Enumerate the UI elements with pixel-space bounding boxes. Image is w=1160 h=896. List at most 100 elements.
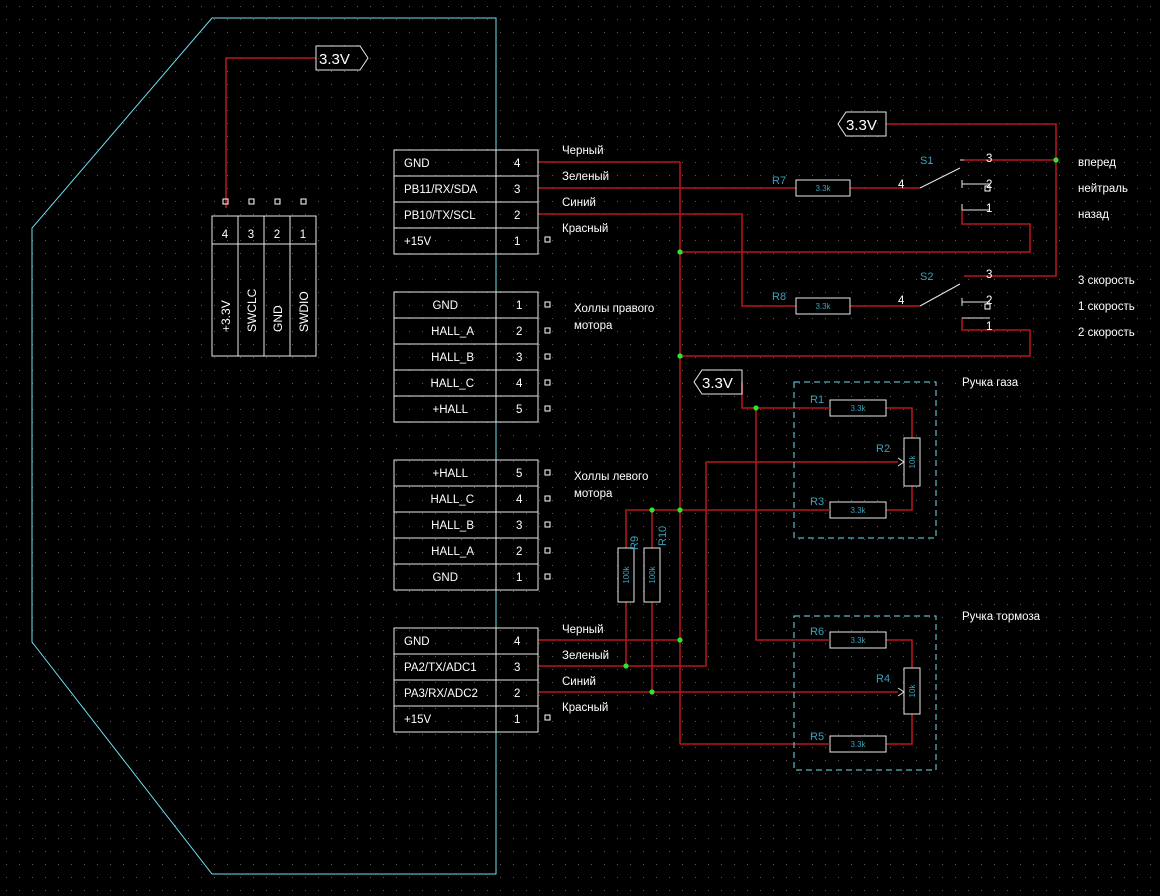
resistor-r1: R1 3.3k — [804, 394, 887, 417]
hall-right-caption: Холлы правого — [574, 303, 654, 315]
hall-left-connector: +HALL HALL_C HALL_B HALL_A GND 5 4 3 2 1… — [393, 459, 648, 591]
resistor-ref: R7 — [772, 175, 786, 187]
pin-name: +HALL — [433, 468, 469, 480]
swd-pin-number: 4 — [222, 229, 229, 241]
power-label-text: 3.3V — [846, 117, 877, 134]
pin-name: +15V — [404, 714, 432, 726]
pin-number: 4 — [514, 636, 521, 648]
resistor-r8: R8 3.3k — [772, 291, 851, 315]
pin-number: 5 — [516, 468, 522, 480]
resistor-value: 10k — [908, 684, 917, 698]
resistor-r2: R2 10k — [876, 437, 921, 487]
pin-number: 1 — [516, 572, 522, 584]
resistor-ref: R6 — [810, 626, 824, 638]
pin-name: HALL_B — [431, 352, 474, 364]
resistor-ref: R8 — [772, 291, 786, 303]
swd-pin-name: SWDIO — [297, 291, 311, 332]
switch-position: 3 скорость — [1078, 275, 1135, 287]
wire-color: Зеленый — [562, 171, 609, 183]
throttle-group: Ручка газа — [793, 377, 1019, 539]
resistor-value: 10k — [908, 455, 917, 469]
swd-pin-number: 1 — [300, 229, 306, 241]
swd-pin-number: 3 — [248, 229, 254, 241]
resistor-ref: R3 — [810, 496, 824, 508]
resistor-r6: R6 3.3k — [804, 626, 887, 649]
wire-color: Зеленый — [562, 650, 609, 662]
power-label-text: 3.3V — [702, 375, 733, 392]
hall-right-caption: мотора — [574, 320, 613, 332]
swd-pin-name: GND — [271, 305, 285, 332]
pin-name: PB11/RX/SDA — [404, 184, 478, 196]
swd-pin-number: 2 — [274, 229, 280, 241]
pin-name: PA3/RX/ADC2 — [404, 688, 478, 700]
switch-pin: 1 — [986, 321, 992, 333]
board-outline — [31, 17, 497, 875]
pin-name: PB10/TX/SCL — [404, 210, 476, 222]
brake-group: Ручка тормоза — [793, 611, 1041, 771]
pin-name: HALL_B — [431, 520, 474, 532]
switch-pin: 2 — [986, 179, 992, 191]
swd-pin-name: +3.3V — [219, 300, 233, 332]
switch-pin: 1 — [986, 203, 992, 215]
pin-number: 3 — [516, 520, 522, 532]
resistor-ref: R1 — [810, 394, 824, 406]
switch-pin: 3 — [986, 153, 992, 165]
pin-number: 2 — [516, 326, 522, 338]
wire-color: Синий — [562, 197, 596, 209]
resistor-value: 3.3k — [815, 184, 831, 193]
pin-number: 3 — [514, 662, 520, 674]
wire-color: Красный — [562, 702, 608, 714]
resistor-value: 3.3k — [850, 506, 866, 515]
power-label-text: 3.3V — [319, 51, 350, 68]
pin-number: 2 — [516, 546, 522, 558]
switch-pin: 4 — [898, 295, 905, 307]
resistor-r10: R10 100k — [643, 526, 669, 603]
switch-s1: S1 3 2 1 4 вперед нейтраль назад — [898, 153, 1128, 221]
hall-left-caption: Холлы левого — [574, 471, 648, 483]
pin-number: 1 — [514, 236, 520, 248]
resistor-ref: R4 — [876, 673, 890, 685]
switch-ref: S2 — [920, 271, 933, 283]
resistor-r7: R7 3.3k — [772, 175, 851, 197]
switch-position: нейтраль — [1078, 183, 1128, 195]
pin-name: GND — [404, 636, 430, 648]
resistor-ref: R2 — [876, 443, 890, 455]
resistor-value: 3.3k — [850, 636, 866, 645]
switch-position: назад — [1078, 209, 1109, 221]
pin-number: 4 — [516, 378, 523, 390]
resistor-value: 3.3k — [815, 302, 831, 311]
pin-name: HALL_C — [431, 494, 474, 506]
swd-header: 4 3 2 1 +3.3V SWCLC GND SWDIO — [211, 198, 317, 357]
throttle-caption: Ручка газа — [962, 377, 1019, 389]
pin-number: 3 — [516, 352, 522, 364]
resistor-ref: R9 — [629, 536, 641, 550]
resistor-value: 3.3k — [850, 740, 866, 749]
pin-name: +15V — [404, 236, 432, 248]
hall-right-connector: GND HALL_A HALL_B HALL_C +HALL 1 2 3 4 5… — [393, 291, 654, 423]
switch-pin: 2 — [986, 295, 992, 307]
pin-number: 3 — [514, 184, 520, 196]
pin-number: 1 — [516, 300, 522, 312]
switch-position: вперед — [1078, 157, 1116, 169]
pin-name: HALL_A — [431, 546, 474, 558]
resistor-ref: R5 — [810, 731, 824, 743]
switch-position: 2 скорость — [1078, 327, 1135, 339]
hall-left-caption: мотора — [574, 488, 613, 500]
wires — [225, 57, 1057, 745]
swd-pin-name: SWCLC — [245, 288, 259, 332]
pin-number: 4 — [514, 158, 521, 170]
resistor-r9: R9 100k — [617, 536, 641, 603]
resistor-r5: R5 3.3k — [804, 731, 887, 753]
switch-s2: S2 3 2 1 4 3 скорость 1 скорость 2 скоро… — [898, 269, 1135, 339]
switch-position: 1 скорость — [1078, 301, 1135, 313]
switch-ref: S1 — [920, 155, 933, 167]
power-label-swd: 3.3V — [315, 45, 369, 71]
switch-pin: 3 — [986, 269, 992, 281]
pin-name: GND — [432, 300, 458, 312]
pin-name: HALL_C — [431, 378, 474, 390]
pin-number: 1 — [514, 714, 520, 726]
resistor-ref: R10 — [657, 526, 669, 546]
resistor-value: 100k — [622, 565, 631, 583]
